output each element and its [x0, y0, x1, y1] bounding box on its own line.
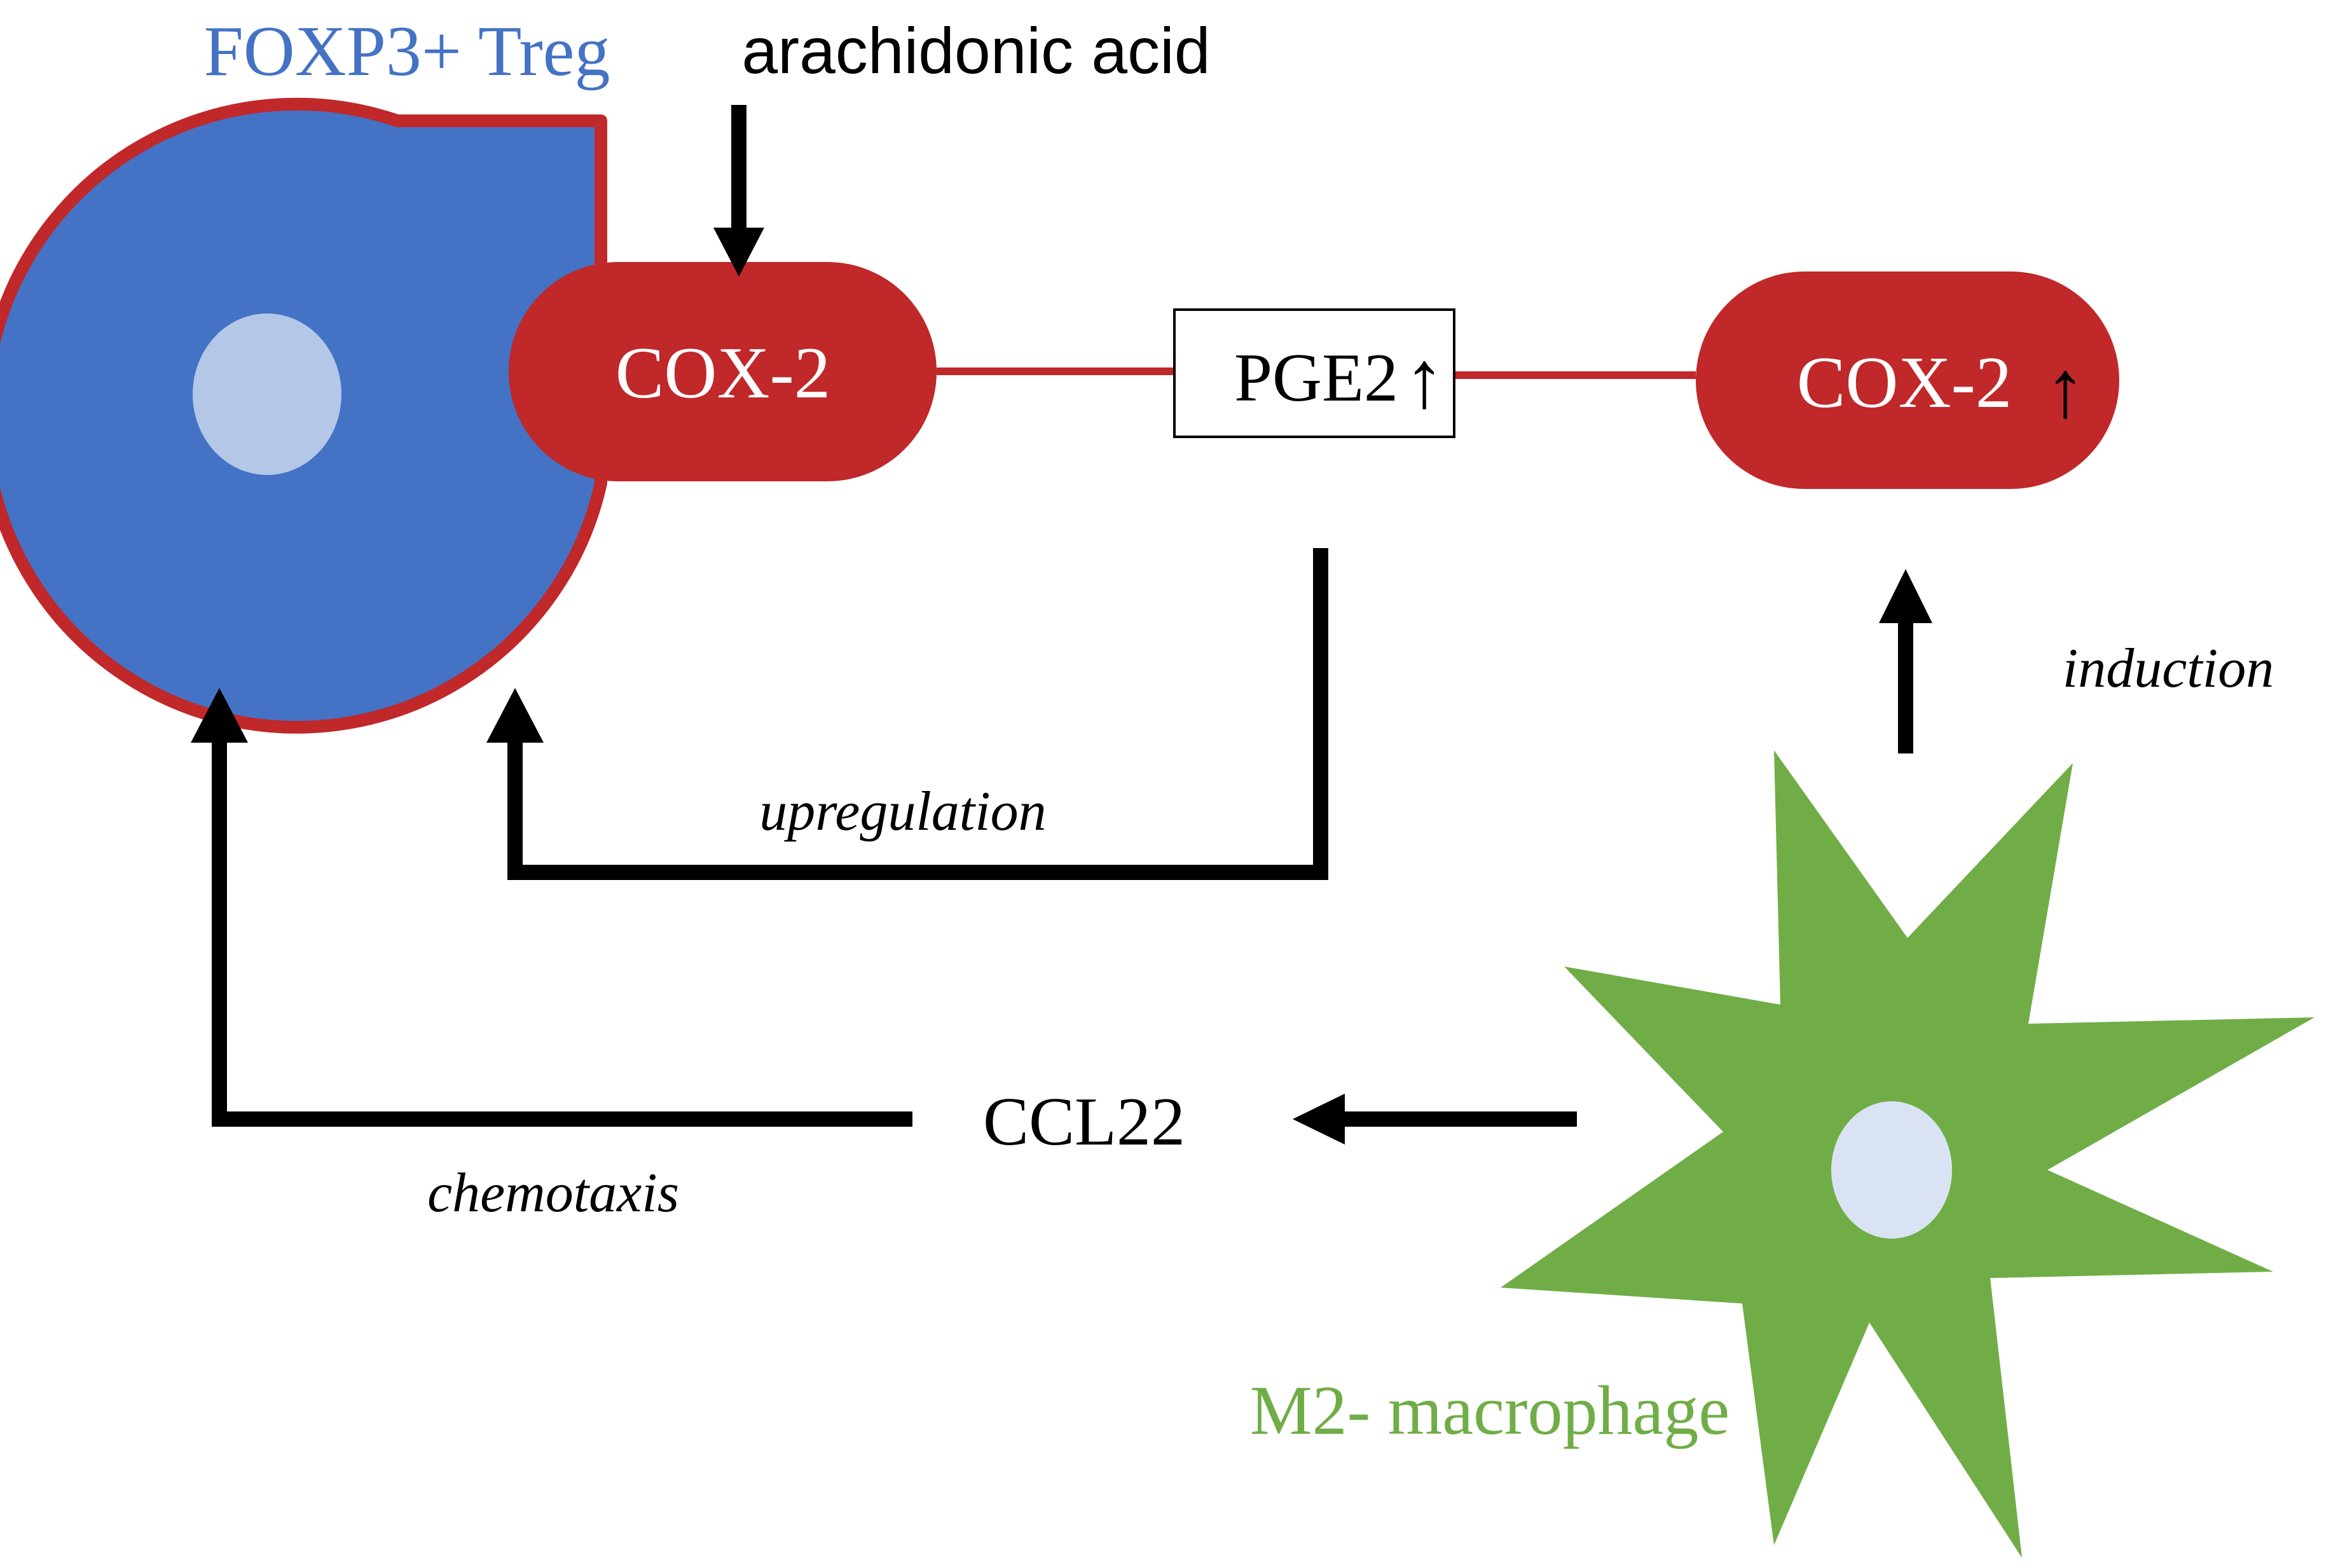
induction-label: induction [2063, 638, 2274, 699]
treg-nucleus [193, 313, 341, 475]
arachidonic-acid-label: arachidonic acid [741, 15, 1210, 87]
arachidonic-acid-arrow [713, 105, 764, 277]
pge2-label: PGE2 [1234, 340, 1398, 416]
upregulation-label: upregulation [759, 781, 1046, 842]
pge2-box [1173, 308, 1455, 438]
macrophage-to-ccl22-arrow [1293, 1094, 1577, 1145]
cox2-treg-label: COX-2 [615, 333, 831, 413]
cox2-macrophage-pill [1696, 272, 2119, 489]
chemotaxis-label: chemotaxis [427, 1162, 679, 1224]
treg-cell-icon [0, 97, 607, 734]
macrophage-nucleus [1831, 1101, 1952, 1239]
induction-arrow [1879, 569, 1932, 753]
upregulation-arrow [486, 548, 1328, 880]
pge2-up-arrow-icon: ↑ [1404, 334, 1445, 425]
macrophage-title: M2- macrophage [1250, 1372, 1729, 1449]
treg-title: FOXP3+ Treg [204, 12, 610, 91]
macrophage-cell-icon [1501, 750, 2314, 1558]
cox2-treg-pill [509, 262, 937, 481]
ccl22-label: CCL22 [983, 1084, 1185, 1160]
chemotaxis-arrow [191, 688, 912, 1127]
cox2-macrophage-label: COX-2 [1797, 342, 2012, 423]
cox2-up-arrow-icon: ↑ [2045, 344, 2086, 434]
